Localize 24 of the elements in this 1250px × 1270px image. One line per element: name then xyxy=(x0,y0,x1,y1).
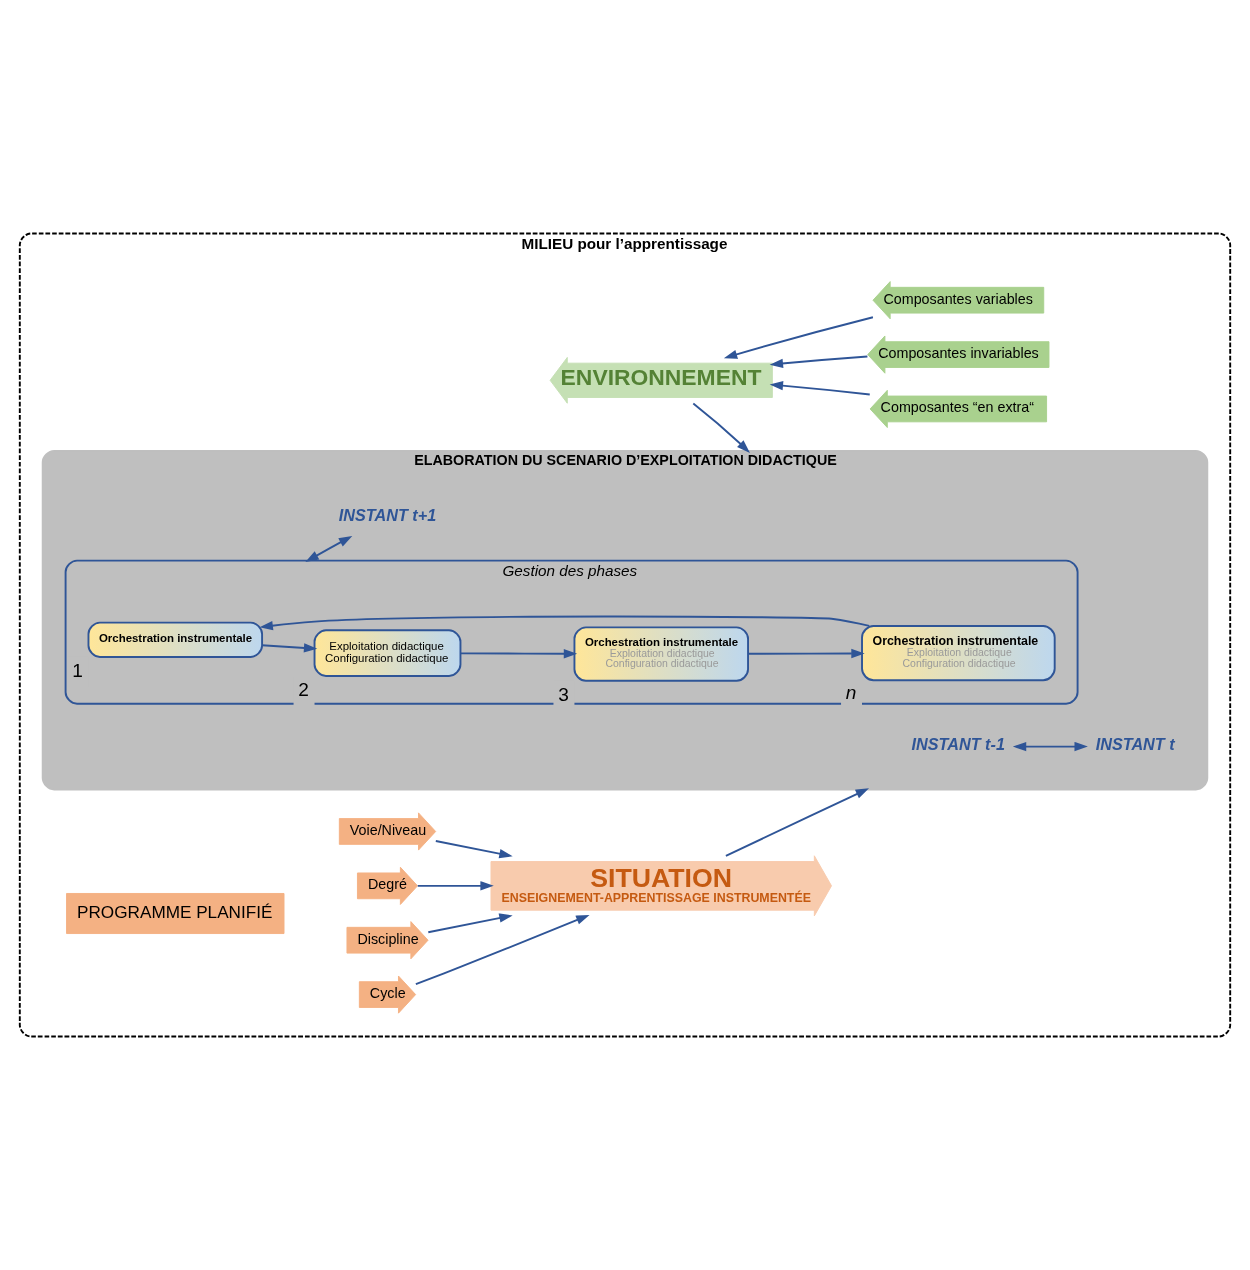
arrow xyxy=(747,648,865,659)
node-label: 1 xyxy=(72,659,83,681)
node-text: INSTANT t xyxy=(1095,734,1175,753)
node-label: 2 xyxy=(298,679,309,701)
arrow xyxy=(723,316,874,359)
arrow xyxy=(259,615,871,631)
arrow xyxy=(305,535,353,563)
arrow xyxy=(427,913,513,934)
arrow xyxy=(434,840,513,859)
arrow xyxy=(1012,741,1088,752)
arrow xyxy=(416,881,494,891)
arrow xyxy=(724,788,870,857)
node-text: INSTANT t+1 xyxy=(338,505,437,524)
node-box: Orchestration instrumentale xyxy=(87,621,264,658)
arrow xyxy=(692,402,750,453)
arrow xyxy=(261,643,318,653)
node-box: PROGRAMME PLANIFIÉ xyxy=(66,893,285,934)
arrow xyxy=(414,914,590,986)
node-label: 3 xyxy=(558,683,569,705)
arrow xyxy=(459,649,578,659)
node-label: n xyxy=(845,682,857,704)
arrow xyxy=(769,381,871,396)
node-text: INSTANT t-1 xyxy=(911,734,1005,753)
arrow xyxy=(769,355,869,369)
